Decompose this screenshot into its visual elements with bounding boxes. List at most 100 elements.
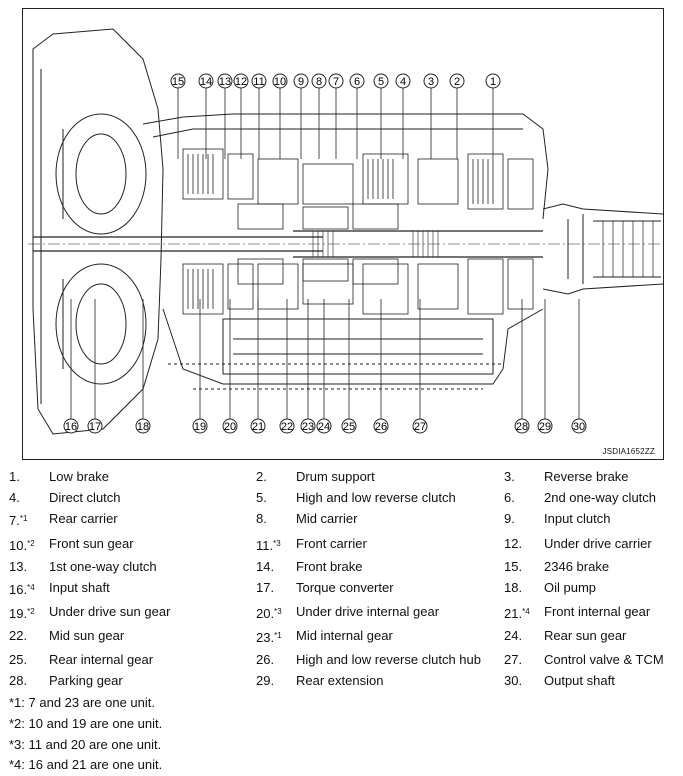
- rear-extension-outline: [542, 203, 663, 295]
- legend-number: 6.: [504, 490, 515, 505]
- callout-circle-25: [341, 418, 357, 434]
- legend-label: High and low reverse clutch hub: [296, 652, 481, 667]
- legend-label: Under drive internal gear: [296, 604, 440, 619]
- legend-footnote-mark: *2: [27, 539, 35, 548]
- callout-circle-17: [87, 418, 103, 434]
- callout-circle-7: [328, 73, 344, 89]
- legend-number: 29.: [256, 673, 275, 688]
- legend-label: Mid carrier: [296, 511, 358, 526]
- legend-label: Rear extension: [296, 673, 384, 688]
- legend-number: 22.: [9, 628, 28, 643]
- callout-circle-21: [250, 418, 266, 434]
- callout-circle-29: [537, 418, 553, 434]
- callout-label-16: 16: [65, 421, 77, 433]
- legend-number: 10.*2: [9, 538, 35, 553]
- valve-body-outline: [222, 318, 494, 375]
- case-lower-outline: [162, 308, 544, 385]
- legend-footnote-mark: *4: [27, 583, 35, 592]
- callout-label-28: 28: [516, 421, 528, 433]
- callout-label-8: 8: [316, 76, 322, 88]
- callout-circle-4: [395, 73, 411, 89]
- callout-circle-5: [373, 73, 389, 89]
- legend-number: 4.: [9, 490, 20, 505]
- callout-circle-26: [373, 418, 389, 434]
- legend-number: 27.: [504, 652, 523, 667]
- legend-number: 20.*3: [256, 606, 282, 621]
- clutch-packs-lower: [182, 258, 534, 315]
- callout-circle-23: [300, 418, 316, 434]
- callout-circle-11: [251, 73, 267, 89]
- footnote: *4: 16 and 21 are one unit.: [9, 757, 163, 772]
- legend-label: High and low reverse clutch: [296, 490, 456, 505]
- legend-number: 15.: [504, 559, 523, 574]
- planetary-gear-sets: [237, 203, 399, 285]
- legend-number: 16.*4: [9, 582, 35, 597]
- legend-number: 5.: [256, 490, 267, 505]
- legend-label: Front sun gear: [49, 536, 134, 551]
- callout-label-21: 21: [252, 421, 264, 433]
- legend-label: Input clutch: [544, 511, 611, 526]
- legend-footnote-mark: *3: [274, 607, 282, 616]
- callout-label-26: 26: [375, 421, 387, 433]
- legend-number: 13.: [9, 559, 28, 574]
- callout-label-23: 23: [302, 421, 314, 433]
- legend-label: Front carrier: [296, 536, 367, 551]
- legend-label: Drum support: [296, 469, 375, 484]
- legend-label: Under drive sun gear: [49, 604, 171, 619]
- legend-number: 9.: [504, 511, 515, 526]
- footnote: *1: 7 and 23 are one unit.: [9, 695, 156, 710]
- footnote: *3: 11 and 20 are one unit.: [9, 737, 162, 752]
- callout-label-24: 24: [318, 421, 330, 433]
- legend-number: 12.: [504, 536, 523, 551]
- converter-housing-outline: [32, 28, 164, 435]
- callout-label-7: 7: [333, 76, 339, 88]
- callout-circle-15: [170, 73, 186, 89]
- legend-label: 1st one-way clutch: [49, 559, 157, 574]
- legend-number: 26.: [256, 652, 275, 667]
- legend-footnote-mark: *1: [274, 631, 282, 640]
- legend-number: 3.: [504, 469, 515, 484]
- callout-label-5: 5: [378, 76, 384, 88]
- legend-label: Direct clutch: [49, 490, 121, 505]
- legend-label: Rear internal gear: [49, 652, 154, 667]
- case-upper-outline: [142, 113, 549, 220]
- legend-number: 24.: [504, 628, 523, 643]
- legend-label: Mid internal gear: [296, 628, 393, 643]
- callout-label-1: 1: [490, 76, 496, 88]
- callout-circle-3: [423, 73, 439, 89]
- legend-label: Front internal gear: [544, 604, 651, 619]
- legend-number: 14.: [256, 559, 275, 574]
- input-shaft-outline: [33, 236, 323, 252]
- torque-converter-upper: [55, 113, 147, 235]
- legend-number: 11.*3: [256, 538, 281, 553]
- legend-number: 18.: [504, 580, 523, 595]
- legend-label: Parking gear: [49, 673, 123, 688]
- callout-label-13: 13: [219, 76, 231, 88]
- legend-number: 19.*2: [9, 606, 35, 621]
- callout-circle-2: [449, 73, 465, 89]
- legend-footnote-mark: *1: [19, 514, 28, 523]
- callout-label-30: 30: [573, 421, 585, 433]
- legend-label: Rear carrier: [49, 511, 118, 526]
- callout-label-22: 22: [281, 421, 293, 433]
- callout-label-19: 19: [194, 421, 206, 433]
- legend-label: Front brake: [296, 559, 363, 574]
- legend-label: Low brake: [49, 469, 109, 484]
- legend-footnote-mark: *3: [273, 539, 281, 548]
- legend-label: 2346 brake: [544, 559, 610, 574]
- callout-label-12: 12: [235, 76, 247, 88]
- legend-label: Oil pump: [544, 580, 597, 595]
- callout-circle-6: [349, 73, 365, 89]
- legend-footnote-mark: *2: [27, 607, 35, 616]
- callout-label-2: 2: [454, 76, 460, 88]
- callout-label-3: 3: [428, 76, 434, 88]
- callout-circle-13: [217, 73, 233, 89]
- callout-circle-24: [316, 418, 332, 434]
- callout-label-9: 9: [298, 76, 304, 88]
- legend-number: 7.*1: [9, 513, 28, 528]
- callout-label-15: 15: [172, 76, 184, 88]
- figure-id: JSDIA1652ZZ: [602, 447, 655, 456]
